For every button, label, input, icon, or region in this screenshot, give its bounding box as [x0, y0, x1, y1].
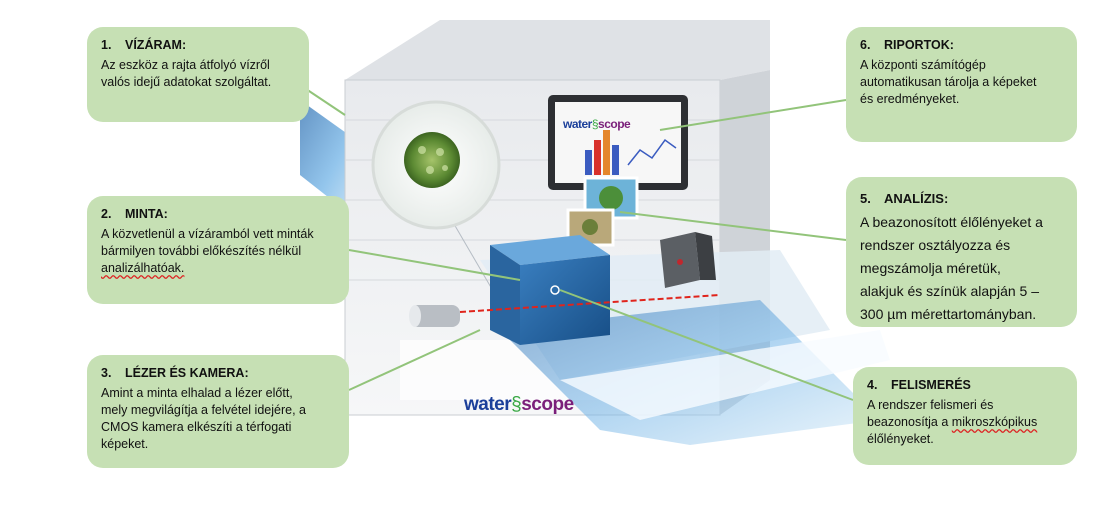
- callout-analysis: 5. ANALÍZIS: A beazonosított élőlényeket …: [846, 177, 1077, 327]
- callout-water-flow: 1. VÍZÁRAM: Az eszköz a rajta átfolyó víz…: [87, 27, 309, 122]
- callout-body: Az eszköz a rajta átfolyó vízről valós i…: [101, 58, 272, 89]
- callout-number: 4.: [867, 378, 878, 392]
- callout-body: A központi számítógép automatikusan táro…: [860, 58, 1037, 106]
- callout-sample: 2. MINTA: A közvetlenül a vízáramból vett…: [87, 196, 349, 304]
- waterscope-logo-screen: water§scope: [563, 117, 631, 131]
- callout-laser-camera: 3. LÉZER ÉS KAMERA: Amint a minta elhalad…: [87, 355, 349, 468]
- callout-number: 3.: [101, 366, 112, 380]
- callout-reports: 6. RIPORTOK: A központi számítógép automa…: [846, 27, 1077, 142]
- algae-cell: [404, 132, 460, 188]
- waterscope-logo-panel: water§scope: [464, 394, 574, 415]
- callout-body: A közvetlenül a vízáramból vett minták b…: [101, 227, 314, 275]
- connector-lines: [299, 84, 854, 401]
- callout-body: A rendszer felismeri és beazonosítja a m…: [867, 398, 1038, 446]
- monitor-bar-chart: [585, 130, 619, 175]
- callout-title: FELISMERÉS: [891, 378, 971, 392]
- callout-title: LÉZER ÉS KAMERA:: [125, 366, 249, 380]
- callout-number: 6.: [860, 38, 871, 52]
- callout-recognition: 4. FELISMERÉS A rendszer felismeri és bea…: [853, 367, 1077, 465]
- sample-cube-top: [490, 235, 610, 265]
- callout-title: VÍZÁRAM:: [125, 38, 187, 52]
- laser-beam: [459, 294, 721, 313]
- callout-body: Amint a minta elhalad a lézer előtt, mel…: [101, 386, 306, 451]
- callout-number: 2.: [101, 207, 112, 221]
- sample-cube-front: [520, 255, 610, 345]
- callout-title: ANALÍZIS:: [884, 191, 949, 206]
- laser-emitter: [410, 305, 460, 327]
- callout-title: MINTA:: [125, 207, 168, 221]
- callout-number: 1.: [101, 38, 112, 52]
- device-top: [345, 20, 770, 80]
- monitor-line-chart: [627, 138, 677, 166]
- callout-title: RIPORTOK:: [884, 38, 954, 52]
- callout-body: A beazonosított élőlényeket a rendszer o…: [860, 214, 1043, 322]
- callout-number: 5.: [860, 191, 871, 206]
